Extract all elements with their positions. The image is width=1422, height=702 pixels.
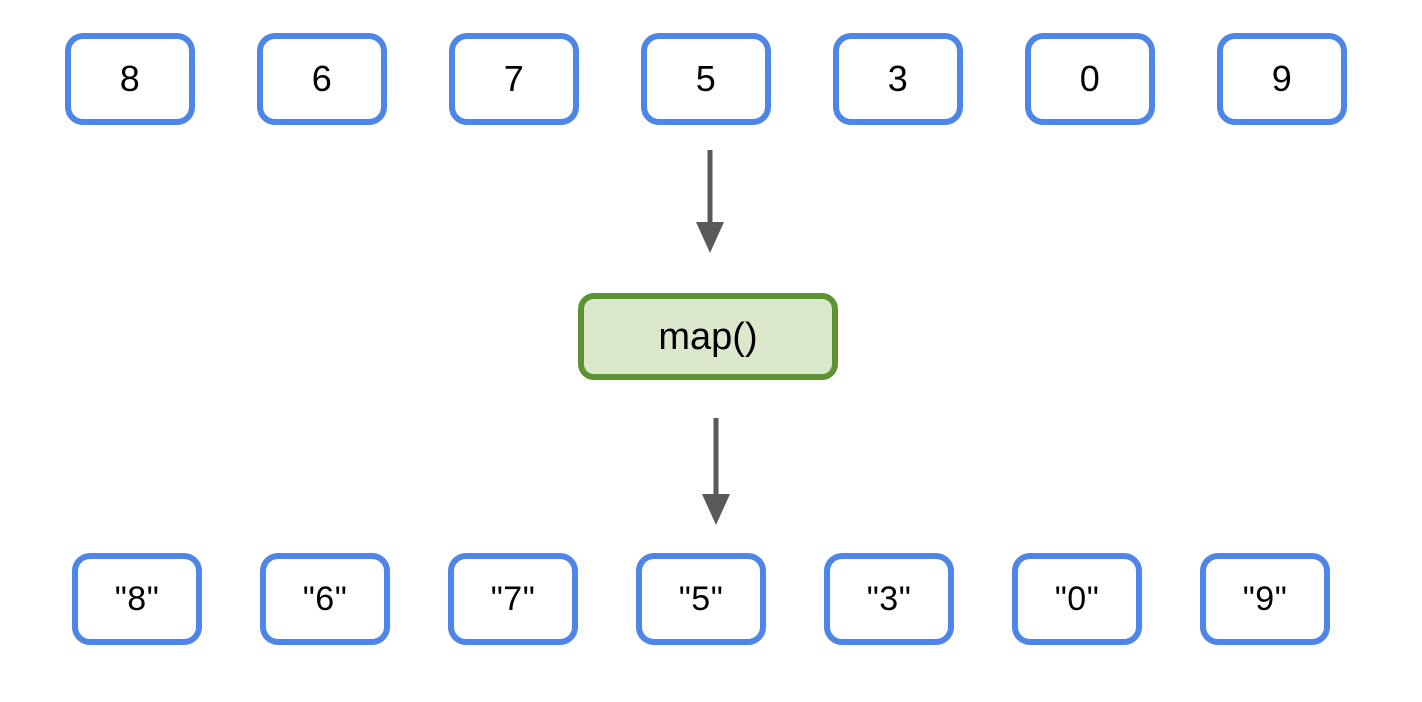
output-value-label: "0" (1054, 580, 1100, 618)
output-value-box: "7" (448, 553, 578, 645)
output-values-row: "8" "6" "7" "5" "3" "0" "9" (72, 553, 1330, 645)
output-value-box: "8" (72, 553, 202, 645)
output-value-box: "6" (260, 553, 390, 645)
input-value-label: 9 (1271, 58, 1293, 99)
arrow-down-icon (702, 418, 730, 525)
input-value-box: 8 (65, 33, 195, 125)
arrow-down-icon (696, 150, 724, 253)
input-value-label: 5 (695, 58, 717, 99)
input-value-label: 8 (119, 58, 141, 99)
output-value-box: "3" (824, 553, 954, 645)
output-value-box: "9" (1200, 553, 1330, 645)
output-value-label: "5" (678, 580, 724, 618)
input-value-box: 3 (833, 33, 963, 125)
output-value-label: "8" (114, 580, 160, 618)
output-value-label: "9" (1242, 580, 1288, 618)
input-value-box: 6 (257, 33, 387, 125)
output-value-box: "0" (1012, 553, 1142, 645)
input-value-label: 0 (1079, 58, 1101, 99)
input-values-row: 8 6 7 5 3 0 9 (65, 33, 1347, 125)
output-value-label: "6" (302, 580, 348, 618)
output-value-label: "3" (866, 580, 912, 618)
input-value-box: 9 (1217, 33, 1347, 125)
input-value-label: 7 (503, 58, 525, 99)
transform-node-label: map() (658, 315, 758, 358)
input-value-box: 7 (449, 33, 579, 125)
input-value-label: 3 (887, 58, 909, 99)
input-value-label: 6 (311, 58, 333, 99)
input-value-box: 5 (641, 33, 771, 125)
output-value-label: "7" (490, 580, 536, 618)
input-value-box: 0 (1025, 33, 1155, 125)
transform-node-map: map() (578, 293, 838, 380)
output-value-box: "5" (636, 553, 766, 645)
